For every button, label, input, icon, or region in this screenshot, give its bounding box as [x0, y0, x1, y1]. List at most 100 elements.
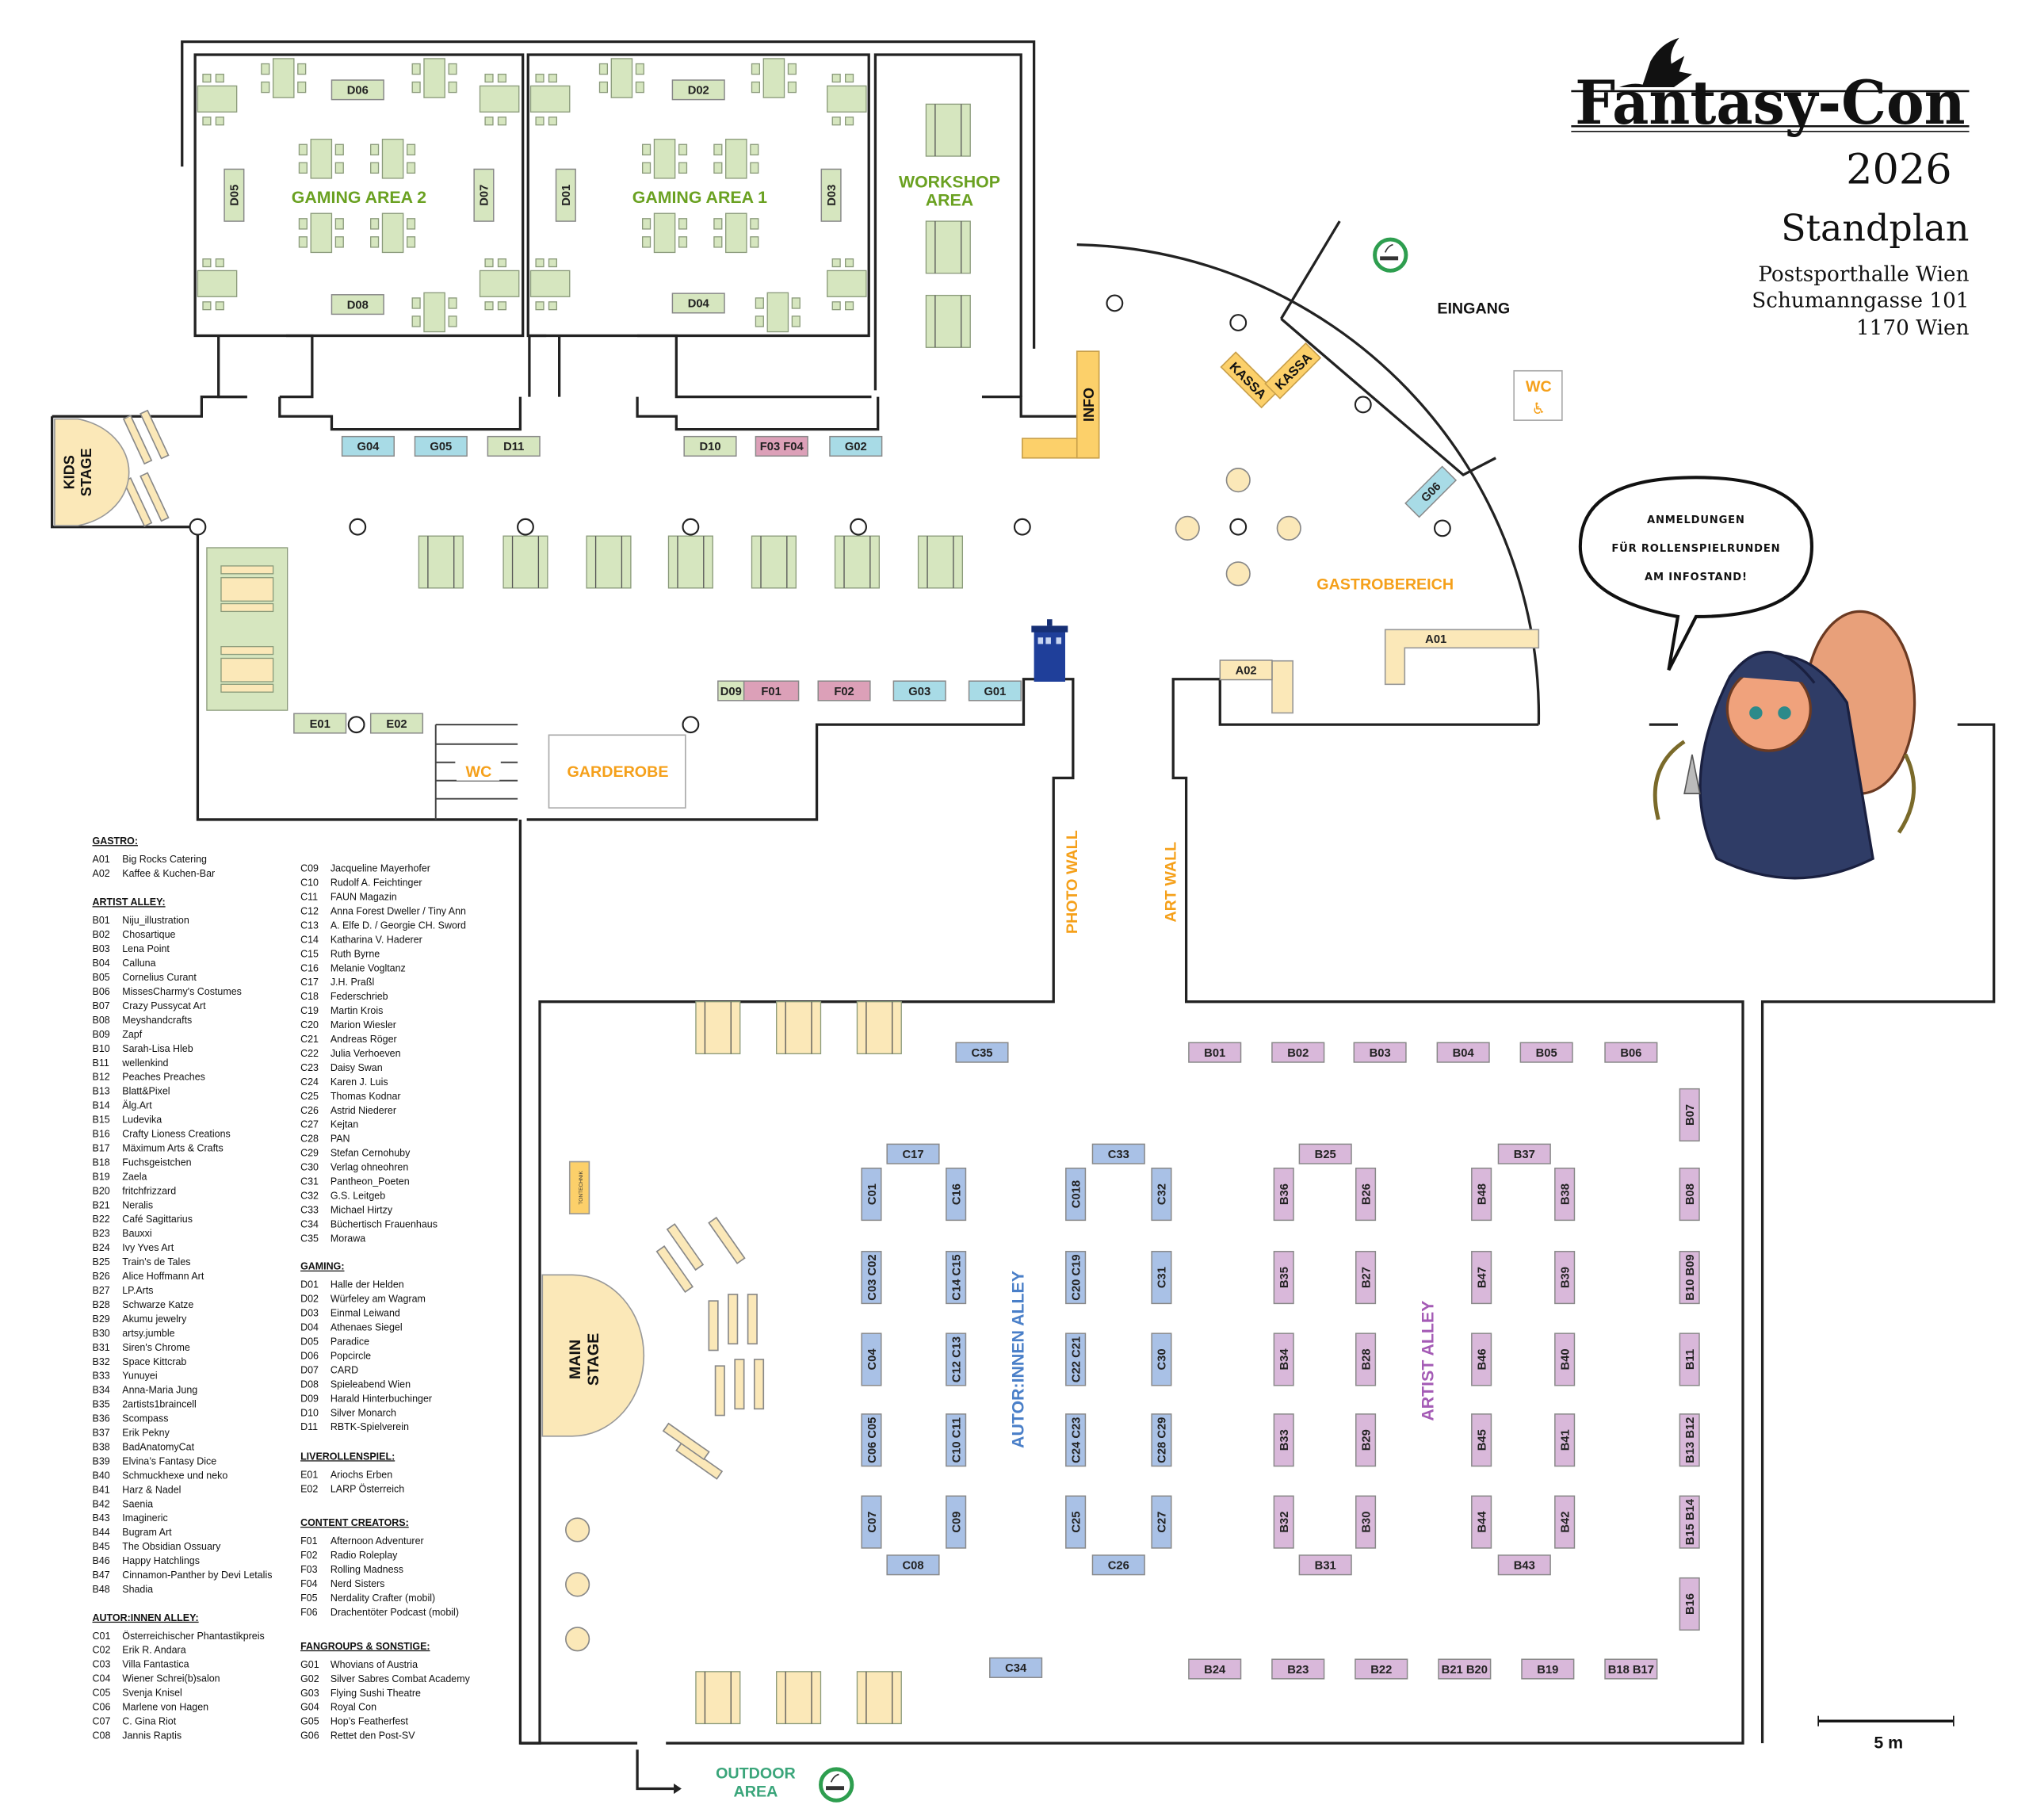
- info-label: INFO: [1081, 388, 1097, 422]
- booth-b35[interactable]: B35: [1273, 1251, 1294, 1305]
- booth-c10-c11[interactable]: C10 C11: [946, 1413, 967, 1467]
- booth-c14-c15[interactable]: C14 C15: [946, 1251, 967, 1305]
- booth-c08[interactable]: C08: [886, 1554, 940, 1576]
- booth-b06[interactable]: B06: [1604, 1042, 1658, 1063]
- booth-b41[interactable]: B41: [1554, 1413, 1576, 1467]
- booth-b03[interactable]: B03: [1353, 1042, 1407, 1063]
- booth-c12-c13[interactable]: C12 C13: [946, 1332, 967, 1386]
- booth-b36[interactable]: B36: [1273, 1168, 1294, 1222]
- booth-b42[interactable]: B42: [1554, 1495, 1576, 1549]
- booth-b08[interactable]: B08: [1679, 1168, 1700, 1222]
- booth-b34[interactable]: B34: [1273, 1332, 1294, 1386]
- booth-b13-b12[interactable]: B13 B12: [1679, 1413, 1700, 1467]
- booth-b31[interactable]: B31: [1298, 1554, 1352, 1576]
- booth-d10[interactable]: D10: [683, 435, 737, 457]
- booth-c04[interactable]: C04: [861, 1332, 882, 1386]
- booth-b15-b14[interactable]: B15 B14: [1679, 1495, 1700, 1549]
- booth-d07[interactable]: D07: [473, 168, 495, 222]
- booth-a01[interactable]: A01: [1425, 633, 1446, 646]
- booth-b26[interactable]: B26: [1355, 1168, 1377, 1222]
- booth-d04[interactable]: D04: [671, 292, 725, 314]
- booth-g01[interactable]: G01: [968, 680, 1022, 702]
- legend-code: C05: [93, 1688, 111, 1699]
- booth-b21-b20[interactable]: B21 B20: [1438, 1658, 1492, 1680]
- booth-c07[interactable]: C07: [861, 1495, 882, 1549]
- booth-b29[interactable]: B29: [1355, 1413, 1377, 1467]
- booth-d11[interactable]: D11: [487, 435, 541, 457]
- booth-b04[interactable]: B04: [1436, 1042, 1490, 1063]
- booth-c17[interactable]: C17: [886, 1143, 940, 1164]
- booth-b32[interactable]: B32: [1273, 1495, 1294, 1549]
- booth-b01[interactable]: B01: [1188, 1042, 1242, 1063]
- booth-g03[interactable]: G03: [892, 680, 946, 702]
- booth-a02[interactable]: A02: [1219, 660, 1273, 681]
- booth-f01[interactable]: F01: [743, 680, 800, 702]
- booth-b39[interactable]: B39: [1554, 1251, 1576, 1305]
- booth-d05[interactable]: D05: [224, 168, 245, 222]
- booth-b44[interactable]: B44: [1471, 1495, 1492, 1549]
- booth-d01[interactable]: D01: [555, 168, 576, 222]
- booth-b30[interactable]: B30: [1355, 1495, 1377, 1549]
- booth-c018[interactable]: C018: [1065, 1168, 1087, 1222]
- booth-c03-c02[interactable]: C03 C02: [861, 1251, 882, 1305]
- booth-c27[interactable]: C27: [1151, 1495, 1172, 1549]
- booth-c16[interactable]: C16: [946, 1168, 967, 1222]
- booth-c09[interactable]: C09: [946, 1495, 967, 1549]
- booth-c28-c29[interactable]: C28 C29: [1151, 1413, 1172, 1467]
- booth-d09[interactable]: D09: [717, 680, 745, 702]
- booth-b40[interactable]: B40: [1554, 1332, 1576, 1386]
- booth-c31[interactable]: C31: [1151, 1251, 1172, 1305]
- booth-b02[interactable]: B02: [1271, 1042, 1325, 1063]
- booth-d06[interactable]: D06: [331, 79, 384, 101]
- booth-c25[interactable]: C25: [1065, 1495, 1087, 1549]
- table: [642, 162, 651, 174]
- booth-f03-f04[interactable]: F03 F04: [755, 435, 808, 457]
- booth-c01[interactable]: C01: [861, 1168, 882, 1222]
- booth-b48[interactable]: B48: [1471, 1168, 1492, 1222]
- booth-d03[interactable]: D03: [820, 168, 842, 222]
- legend-code: C16: [300, 962, 319, 973]
- booth-b46[interactable]: B46: [1471, 1332, 1492, 1386]
- booth-b38[interactable]: B38: [1554, 1168, 1576, 1222]
- booth-e01[interactable]: E01: [293, 713, 347, 734]
- booth-b24[interactable]: B24: [1188, 1658, 1242, 1680]
- booth-c33[interactable]: C33: [1091, 1143, 1145, 1164]
- booth-b28[interactable]: B28: [1355, 1332, 1377, 1386]
- booth-d02[interactable]: D02: [671, 79, 725, 101]
- booth-c06-c05[interactable]: C06 C05: [861, 1413, 882, 1467]
- booth-b33[interactable]: B33: [1273, 1413, 1294, 1467]
- booth-e02[interactable]: E02: [369, 713, 424, 734]
- booth-b27[interactable]: B27: [1355, 1251, 1377, 1305]
- booth-g06[interactable]: G06: [1404, 465, 1458, 518]
- booth-c30[interactable]: C30: [1151, 1332, 1172, 1386]
- booth-d08[interactable]: D08: [331, 294, 384, 315]
- booth-b11[interactable]: B11: [1679, 1332, 1700, 1386]
- booth-label: C17: [902, 1149, 923, 1161]
- booth-f02[interactable]: F02: [817, 680, 871, 702]
- booth-c22-c21[interactable]: C22 C21: [1065, 1332, 1087, 1386]
- booth-c32[interactable]: C32: [1151, 1168, 1172, 1222]
- booth-b18-b17[interactable]: B18 B17: [1604, 1658, 1658, 1680]
- booth-b05[interactable]: B05: [1519, 1042, 1573, 1063]
- booth-b16[interactable]: B16: [1679, 1577, 1700, 1631]
- booth-b43[interactable]: B43: [1497, 1554, 1551, 1576]
- booth-c26[interactable]: C26: [1091, 1554, 1145, 1576]
- booth-c34[interactable]: C34: [989, 1657, 1043, 1678]
- booth-c35[interactable]: C35: [955, 1042, 1009, 1063]
- booth-g02[interactable]: G02: [829, 435, 883, 457]
- booth-b10-b09[interactable]: B10 B09: [1679, 1251, 1700, 1305]
- legend-code: C04: [93, 1673, 111, 1684]
- booth-b25[interactable]: B25: [1298, 1143, 1352, 1164]
- booth-g05[interactable]: G05: [414, 435, 468, 457]
- booth-b37[interactable]: B37: [1497, 1143, 1551, 1164]
- booth-b07[interactable]: B07: [1679, 1088, 1700, 1142]
- booth-c24-c23[interactable]: C24 C23: [1065, 1413, 1087, 1467]
- booth-b19[interactable]: B19: [1521, 1658, 1575, 1680]
- booth-b23[interactable]: B23: [1271, 1658, 1325, 1680]
- booth-b22[interactable]: B22: [1355, 1658, 1408, 1680]
- booth-c20-c19[interactable]: C20 C19: [1065, 1251, 1087, 1305]
- booth-g04[interactable]: G04: [341, 435, 395, 457]
- booth-b45[interactable]: B45: [1471, 1413, 1492, 1467]
- booth-b47[interactable]: B47: [1471, 1251, 1492, 1305]
